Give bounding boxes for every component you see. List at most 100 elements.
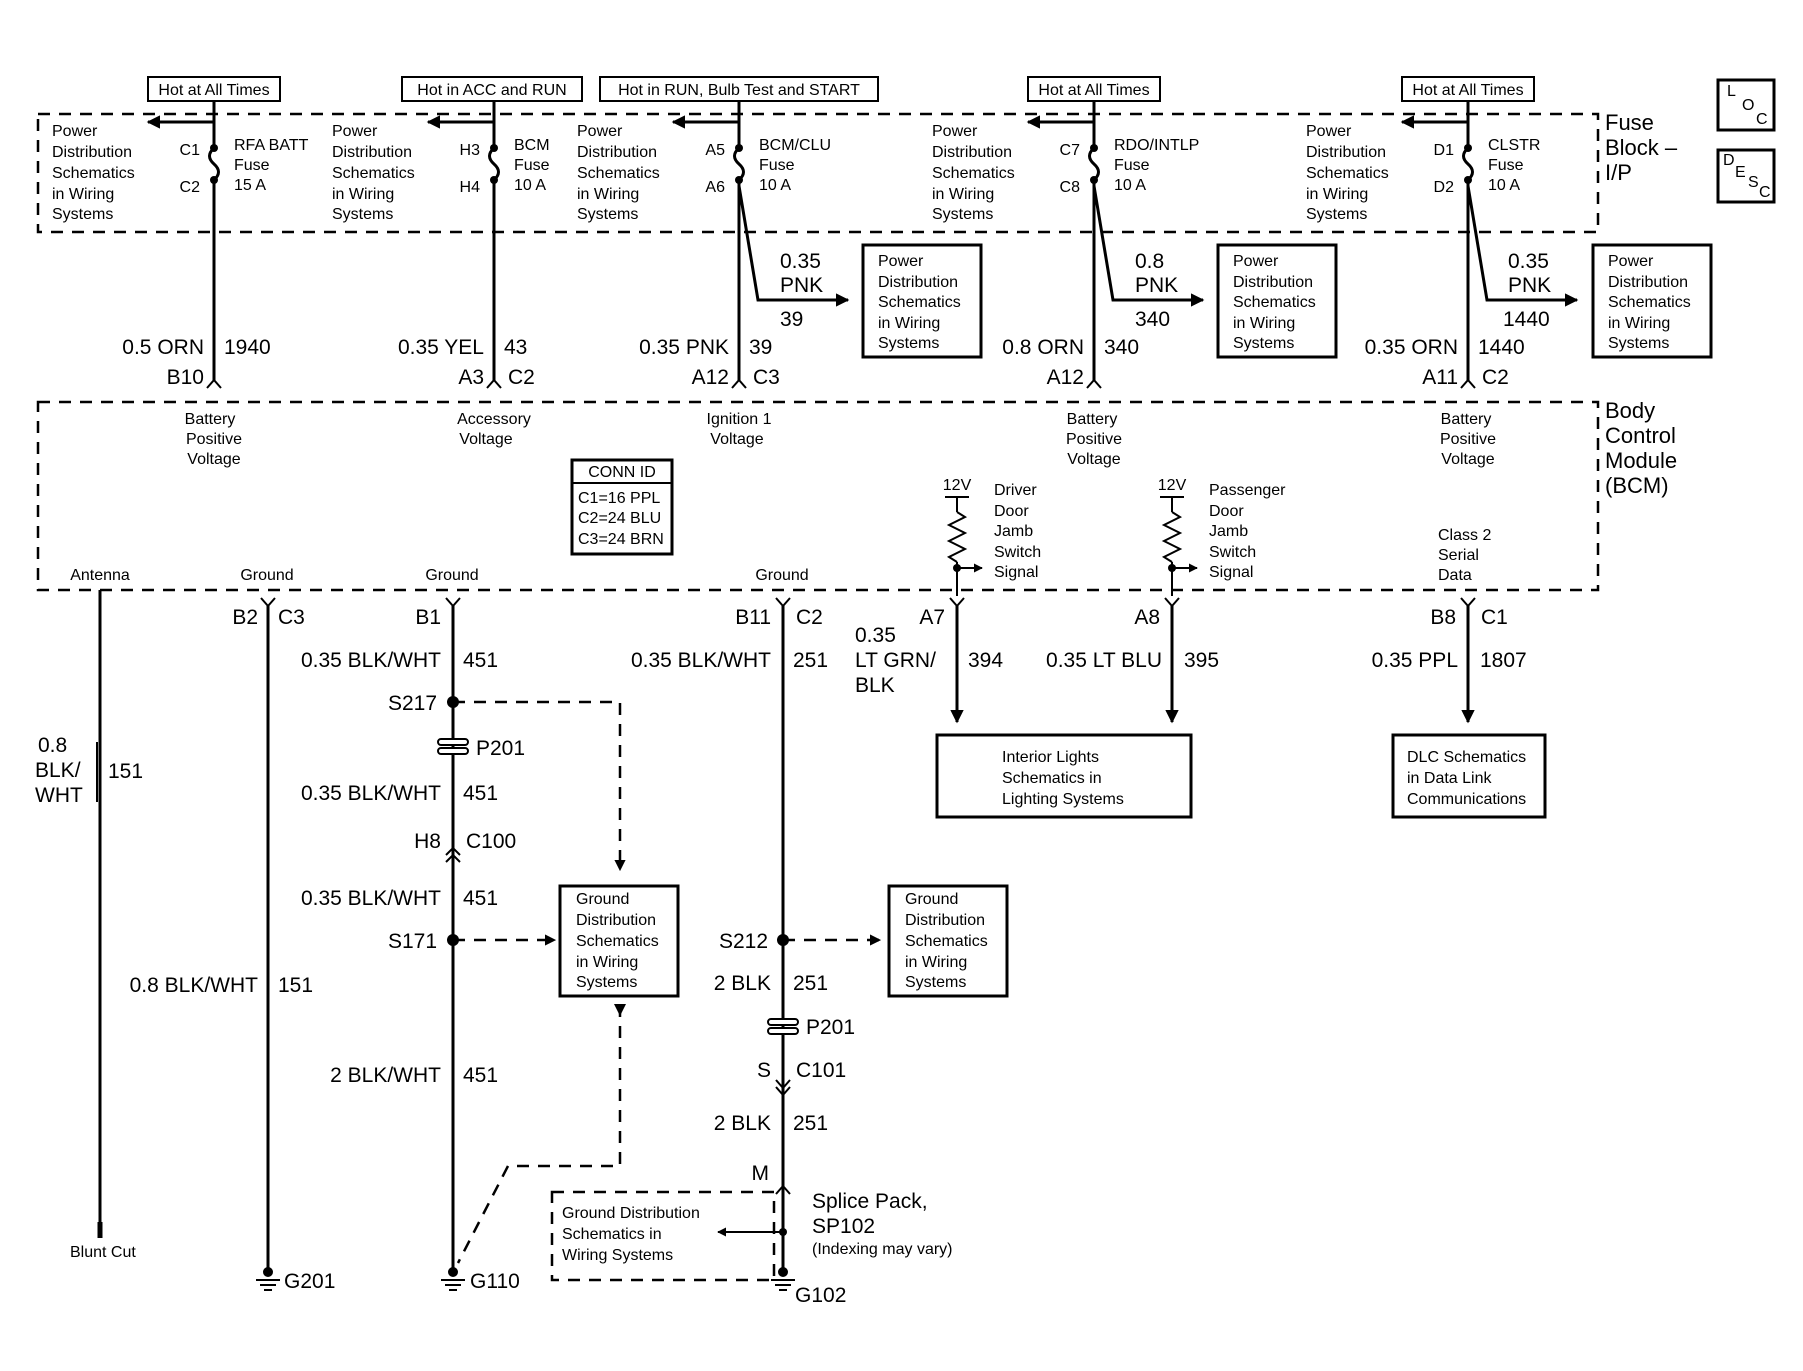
fuse-1-name: RFA BATT (234, 137, 309, 154)
pd-box-340[interactable] (1216, 243, 1338, 359)
bcm-in-1-line-1: Battery (185, 411, 236, 428)
g110-circuit-3: 451 (463, 887, 498, 910)
fuse-rfa-batt[interactable]: C1 C2 RFA BATT Fuse 15 A (146, 101, 309, 380)
interior-lights-box[interactable]: Interior Lights Schematics in Lighting S… (935, 733, 1193, 819)
conn-id-line-3: C3=24 BRN (578, 531, 664, 548)
ground-dist-1-line-1: Ground (576, 891, 629, 908)
serial-label-3: Data (1438, 567, 1472, 584)
fuse-2-top-pin: H3 (460, 142, 481, 159)
wire-340-circuit: 340 (1104, 336, 1139, 359)
bcm-title-2: Control (1605, 423, 1676, 448)
driver-circuit: 394 (968, 649, 1003, 672)
conn-id-box: CONN ID C1=16 PPL C2=24 BLU C3=24 BRN (570, 458, 674, 556)
bcm-in-4-line-2: Positive (1066, 431, 1122, 448)
serial-data-wire[interactable]: B8 C1 0.35 PPL 1807 (1372, 606, 1527, 724)
pd-2-line-4: in Wiring (332, 186, 394, 203)
loc-letter-l: L (1727, 83, 1736, 100)
g102-circuit-1: 251 (793, 649, 828, 672)
branch-1440[interactable]: 0.35 PNK 1440 Power Distribution Schemat… (1466, 185, 1713, 359)
fuse-4-bottom-pin: C8 (1060, 179, 1081, 196)
ground-dist-3-line-1: Ground Distribution (562, 1205, 700, 1222)
ground-dist-box-1[interactable]: Ground Distribution Schematics in Wiring… (558, 884, 680, 998)
loc-badge[interactable]: L O C (1716, 78, 1776, 132)
wire-39-pin: A12 (692, 366, 729, 389)
fuse-4-rating: 10 A (1114, 177, 1146, 194)
branch-340-circuit: 340 (1135, 308, 1170, 331)
bcm-input-wire-340: 0.8 ORN 340 A12 (1002, 336, 1139, 389)
g201-circuit: 151 (278, 974, 313, 997)
g102-wire-1: 0.35 BLK/WHT (631, 649, 771, 672)
pd-box-39[interactable] (861, 243, 983, 359)
pd-3-line-5: Systems (577, 206, 638, 223)
pd-box-1440-line-4: in Wiring (1608, 315, 1670, 332)
g102-circuit-3: 251 (793, 1112, 828, 1135)
fuse-rdo-intlp[interactable]: C7 C8 RDO/INTLP Fuse 10 A (1026, 101, 1199, 380)
bcm-in-4-line-1: Battery (1067, 411, 1118, 428)
bcm-input-wire-39: 0.35 PNK 39 A12 C3 (639, 336, 780, 389)
dlc-box[interactable]: DLC Schematics in Data Link Communicatio… (1391, 733, 1547, 819)
fuse-clstr[interactable]: D1 D2 CLSTR Fuse 10 A (1400, 101, 1540, 380)
driver-pin: A7 (919, 606, 945, 629)
pd-box-1440[interactable] (1591, 243, 1713, 359)
desc-badge[interactable]: D E S C (1716, 148, 1776, 204)
passenger-switch-line-2: Door (1209, 503, 1244, 520)
splice-pack-note: (Indexing may vary) (812, 1241, 953, 1258)
wire-39-spec: 0.35 PNK (639, 336, 729, 359)
bcm-title-3: Module (1605, 448, 1677, 473)
pd-2-line-5: Systems (332, 206, 393, 223)
bcm-in-5-line-3: Voltage (1441, 451, 1494, 468)
pd-3-line-1: Power (577, 123, 623, 140)
fuse-bcm-clu[interactable]: A5 A6 BCM/CLU Fuse 10 A (671, 101, 831, 380)
fuse-1-bottom-pin: C2 (180, 179, 201, 196)
branch-39-size: 0.35 (780, 250, 821, 273)
driver-switch-line-1: Driver (994, 482, 1037, 499)
bcm-ground-label-2: Ground (425, 567, 478, 584)
pd-1-line-5: Systems (52, 206, 113, 223)
branch-340[interactable]: 0.8 PNK 340 Power Distribution Schematic… (1092, 185, 1338, 359)
ground-dist-2-line-3: Schematics (905, 933, 988, 950)
ground-circuit-g110[interactable]: B1 0.35 BLK/WHT 451 S217 P201 0.35 BLK/W… (301, 606, 525, 1293)
bcm-boundary (36, 400, 1600, 592)
ground-symbol-g102 (771, 1267, 795, 1291)
wire-39-circuit: 39 (749, 336, 772, 359)
pd-label-4: Power Distribution Schematics in Wiring … (932, 123, 1015, 223)
desc-letter-s: S (1748, 174, 1759, 191)
fuse-3-rating: 10 A (759, 177, 791, 194)
conn-id-line-2: C2=24 BLU (578, 510, 661, 527)
hot-label-4: Hot at All Times (1027, 76, 1161, 102)
pd-4-line-4: in Wiring (932, 186, 994, 203)
branch-39[interactable]: 0.35 PNK 39 Power Distribution Schematic… (737, 185, 983, 359)
splice-s217: S217 (388, 692, 437, 715)
ground-dist-box-3[interactable]: Ground Distribution Schematics in Wiring… (550, 1190, 787, 1282)
ground-circuit-g201[interactable]: B2 C3 0.8 BLK/WHT 151 G201 (130, 606, 336, 1293)
fuse-bcm[interactable]: H3 H4 BCM Fuse 10 A (426, 101, 550, 380)
ground-circuit-g102[interactable]: B11 C2 0.35 BLK/WHT 251 S212 2 BLK 251 P… (631, 606, 953, 1307)
branch-1440-size: 0.35 (1508, 250, 1549, 273)
pd-box-340-line-4: in Wiring (1233, 315, 1295, 332)
g102-wire-2: 2 BLK (714, 972, 771, 995)
driver-switch-wire[interactable]: A7 0.35 LT GRN/ BLK 394 (855, 606, 1003, 724)
loc-letter-c: C (1756, 111, 1768, 128)
hot-label-2: Hot in ACC and RUN (401, 76, 583, 102)
bcm-ground-label-1: Ground (240, 567, 293, 584)
bcm-in-2-line-1: Accessory (457, 411, 531, 428)
ground-dist-box-2[interactable]: Ground Distribution Schematics in Wiring… (887, 884, 1009, 998)
driver-switch-line-3: Jamb (994, 523, 1033, 540)
pd-label-2: Power Distribution Schematics in Wiring … (332, 123, 415, 223)
fuse-2-bottom-pin: H4 (460, 179, 481, 196)
pd-4-line-1: Power (932, 123, 978, 140)
g110-circuit-1: 451 (463, 649, 498, 672)
serial-pin: B8 (1430, 606, 1456, 629)
bcm-ground-label-3: Ground (755, 567, 808, 584)
fuse-5-name: CLSTR (1488, 137, 1540, 154)
p201-label-b: P201 (806, 1016, 855, 1039)
interior-lights-line-3: Lighting Systems (1002, 791, 1124, 808)
wire-1440-spec: 0.35 ORN (1365, 336, 1458, 359)
fuse-1-rating: 15 A (234, 177, 266, 194)
passenger-switch-wire[interactable]: A8 0.35 LT BLU 395 (1046, 606, 1219, 724)
wire-1440-connector: C2 (1482, 366, 1509, 389)
ground-dist-3-line-2: Schematics in (562, 1226, 662, 1243)
antenna-wire[interactable]: 0.8 BLK/ WHT 151 Blunt Cut (35, 590, 143, 1261)
g110-wire-2: 0.35 BLK/WHT (301, 782, 441, 805)
